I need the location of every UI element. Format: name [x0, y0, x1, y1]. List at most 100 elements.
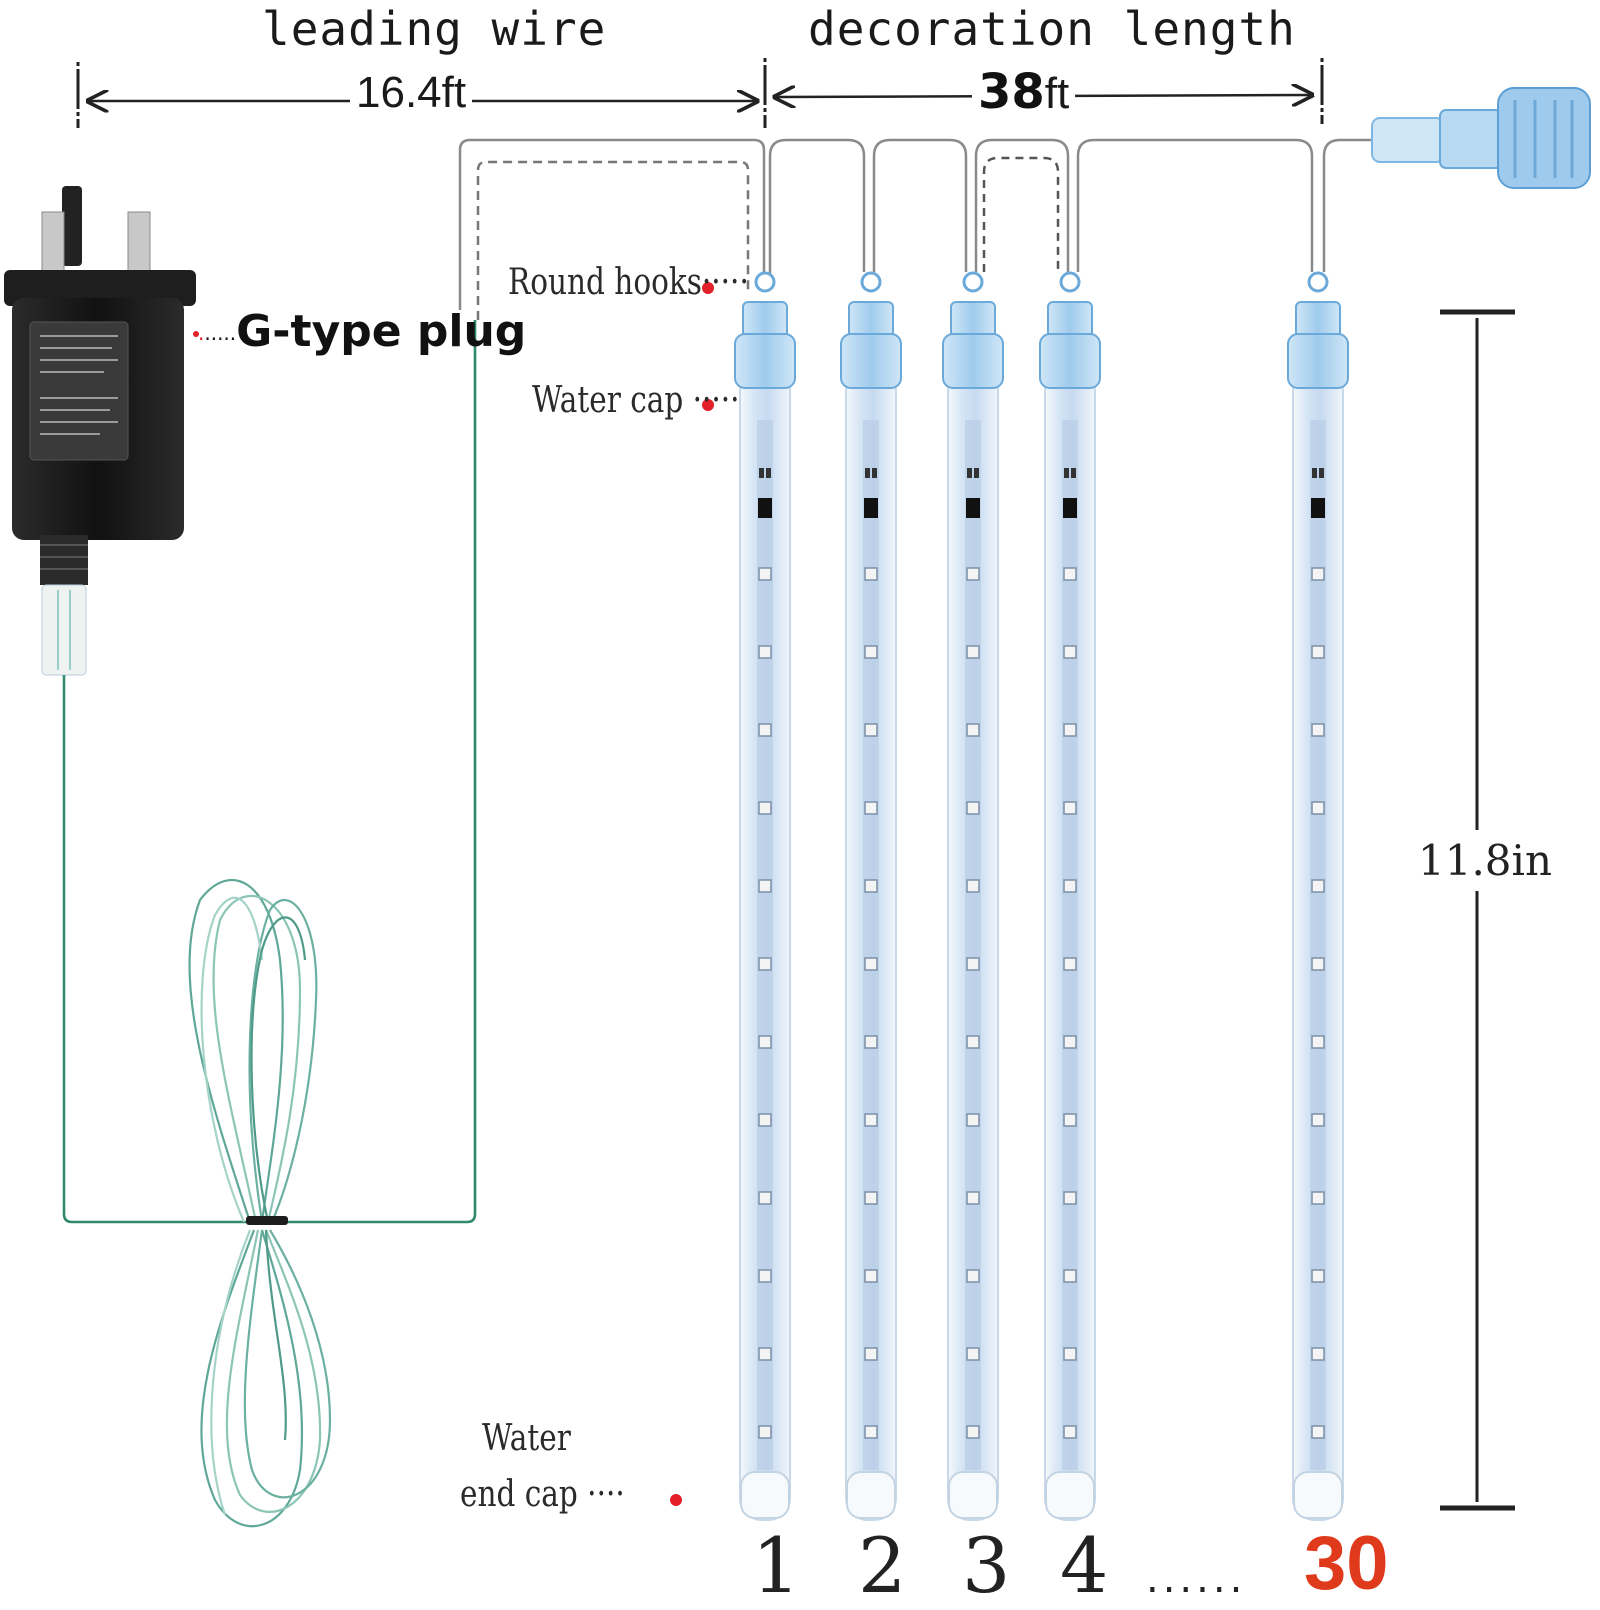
led: [966, 645, 980, 659]
led: [758, 1035, 772, 1049]
led: [864, 1347, 878, 1361]
water-end-cap-text: end cap: [460, 1474, 578, 1515]
tube-number-last: 30: [1304, 1521, 1389, 1606]
led: [758, 645, 772, 659]
end-connector: [1371, 87, 1591, 189]
led: [758, 879, 772, 893]
resistor: [1312, 468, 1317, 478]
water-end-cap: [740, 1471, 790, 1519]
plug-label: ······G-type plug: [198, 306, 527, 357]
coiled-wire: [188, 879, 332, 1528]
water-cap: [734, 333, 796, 389]
led: [1311, 1113, 1325, 1127]
resistor: [872, 468, 877, 478]
led: [966, 1425, 980, 1439]
resistor: [1064, 468, 1069, 478]
tube-number-2: 2: [858, 1521, 907, 1610]
led: [1063, 1347, 1077, 1361]
plug-label-text: G-type plug: [236, 306, 527, 357]
resistor: [967, 468, 972, 478]
led: [864, 1269, 878, 1283]
water-cap: [1287, 333, 1349, 389]
led: [1311, 801, 1325, 815]
led: [966, 1035, 980, 1049]
led: [1311, 645, 1325, 659]
led: [864, 1113, 878, 1127]
led: [966, 723, 980, 737]
controller-chip: [1311, 498, 1325, 518]
water-end-cap: [1293, 1471, 1343, 1519]
water-cap-text: Water cap: [532, 380, 684, 421]
led: [864, 723, 878, 737]
callout-markers: [193, 282, 714, 1506]
led: [864, 1035, 878, 1049]
led: [864, 567, 878, 581]
decoration-length-number: 38: [978, 64, 1045, 120]
led: [1063, 1269, 1077, 1283]
water-end-cap: [948, 1471, 998, 1519]
led: [1311, 1269, 1325, 1283]
meteor-tubes: [734, 271, 1349, 1521]
decoration-length-unit: ft: [1044, 69, 1070, 118]
led: [966, 1113, 980, 1127]
round-hook: [1059, 271, 1081, 293]
led: [1063, 1425, 1077, 1439]
water-end-cap: [846, 1471, 896, 1519]
led: [1063, 567, 1077, 581]
led: [1311, 1425, 1325, 1439]
g-type-plug: [4, 186, 196, 676]
resistor: [1071, 468, 1076, 478]
controller-chip: [966, 498, 980, 518]
controller-chip: [758, 498, 772, 518]
led: [1063, 1035, 1077, 1049]
led: [758, 1191, 772, 1205]
led: [1063, 957, 1077, 971]
led: [758, 567, 772, 581]
led: [1063, 723, 1077, 737]
led: [864, 879, 878, 893]
water-cap: [942, 333, 1004, 389]
led: [864, 801, 878, 815]
led: [864, 1425, 878, 1439]
leading-wire-length: 16.4ft: [350, 68, 473, 118]
connecting-wires: [458, 138, 1375, 320]
decoration-length-title: decoration length: [808, 2, 1296, 56]
led: [864, 645, 878, 659]
led-strip: [1062, 420, 1078, 1470]
led: [758, 723, 772, 737]
round-hook: [962, 271, 984, 293]
tube-ellipsis: ......: [1146, 1556, 1247, 1602]
led: [966, 957, 980, 971]
led: [1311, 879, 1325, 893]
led: [1063, 879, 1077, 893]
led: [966, 1191, 980, 1205]
round-hooks-label: Round hooks·····: [508, 262, 749, 303]
led: [864, 1191, 878, 1205]
water-end-cap: [1045, 1471, 1095, 1519]
led: [758, 957, 772, 971]
resistor: [759, 468, 764, 478]
resistor: [974, 468, 979, 478]
led: [1063, 645, 1077, 659]
tube-length-value: 11.8in: [1418, 830, 1552, 891]
led: [1311, 1347, 1325, 1361]
meteor-tube-3: [942, 271, 1004, 1521]
led: [1063, 801, 1077, 815]
led: [864, 957, 878, 971]
decoration-length-value: 38ft: [972, 64, 1076, 120]
led: [966, 801, 980, 815]
meteor-tube-4: [1039, 271, 1101, 1521]
tube-number-3: 3: [962, 1521, 1011, 1610]
led: [1311, 1191, 1325, 1205]
meteor-tube-1: [734, 271, 796, 1521]
water-end-cap-label-line1: Water: [482, 1418, 571, 1459]
round-hook: [754, 271, 776, 293]
leading-wire-title: leading wire: [262, 2, 607, 56]
led: [758, 1347, 772, 1361]
led: [1063, 1113, 1077, 1127]
resistor: [766, 468, 771, 478]
resistor: [1319, 468, 1324, 478]
tube-length-dimension: [1440, 309, 1515, 1511]
tube-number-4: 4: [1060, 1521, 1109, 1610]
